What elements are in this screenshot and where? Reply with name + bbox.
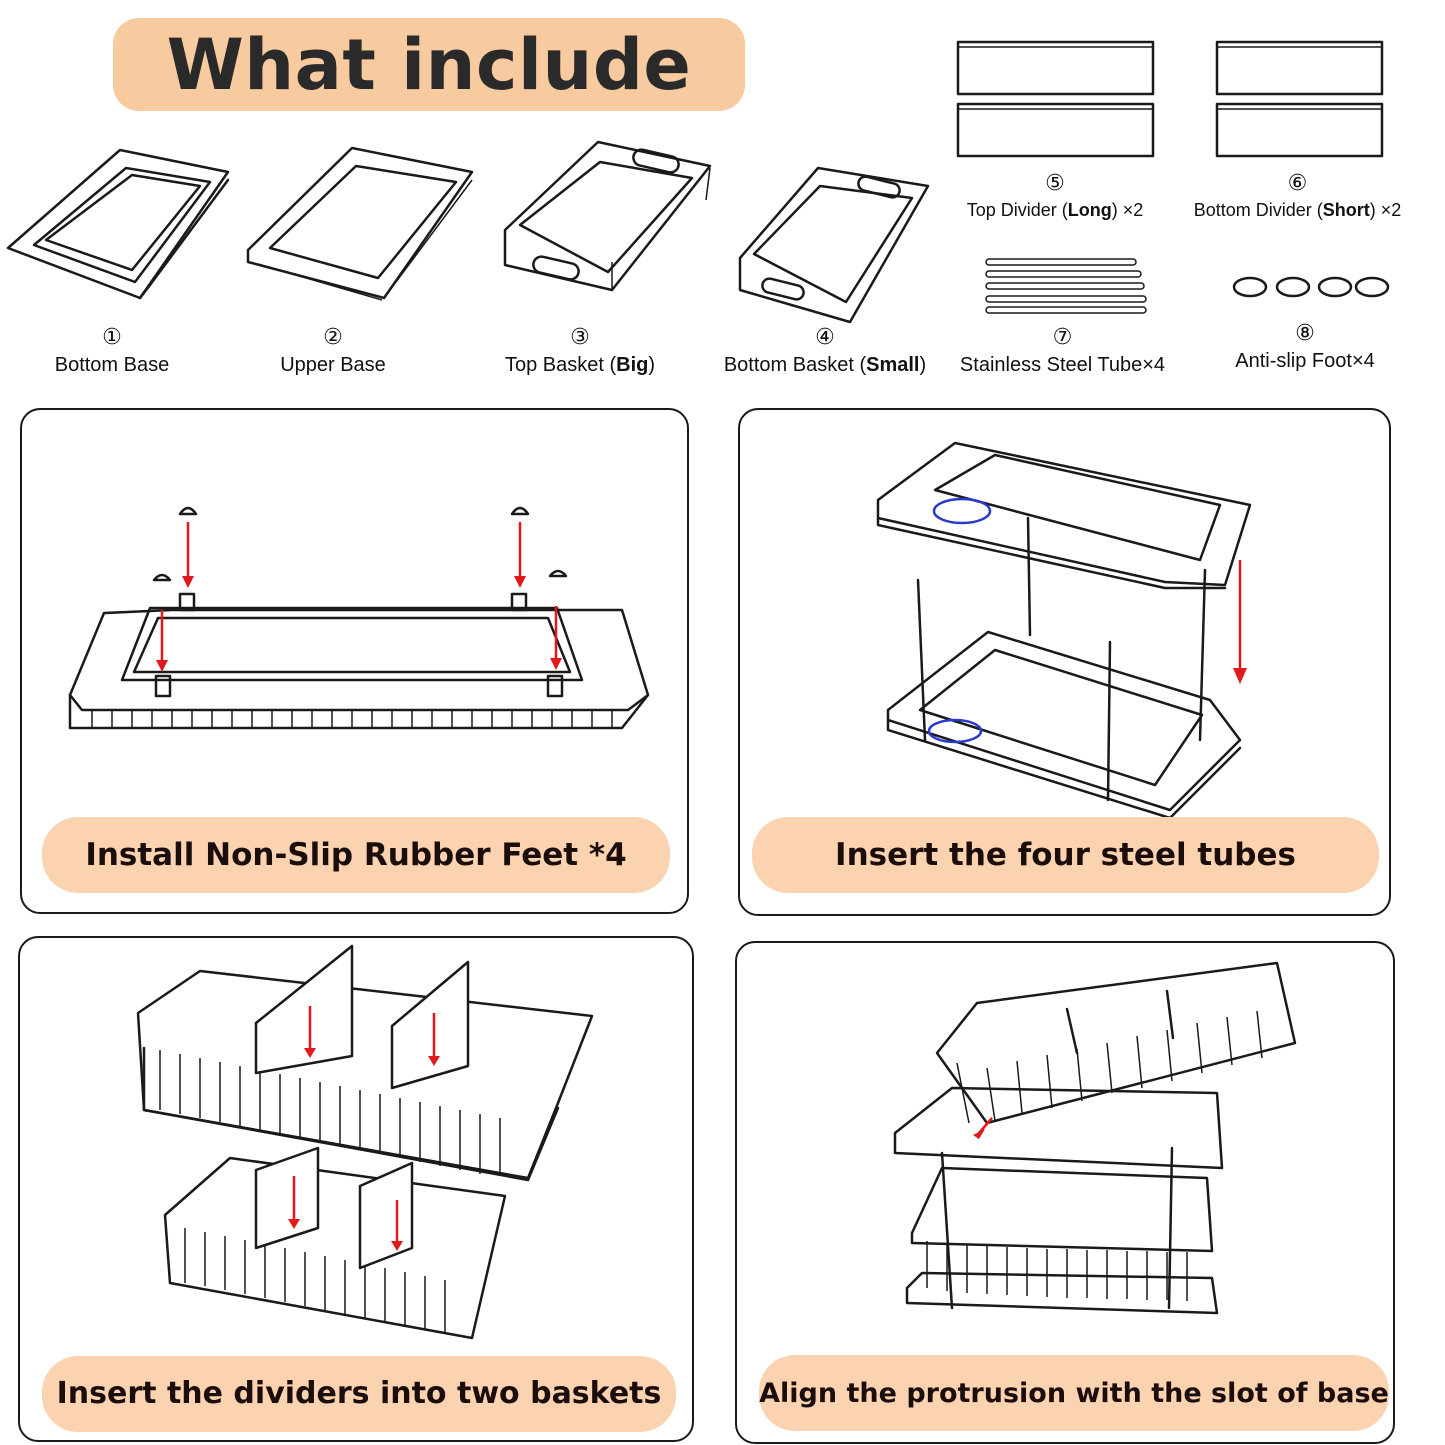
step-caption-steel-tubes: Insert the four steel tubes <box>752 817 1379 893</box>
part-label-bottom-basket: ④ Bottom Basket (Small) <box>723 324 927 376</box>
step-caption-align-protrusion: Align the protrusion with the slot of ba… <box>759 1355 1389 1431</box>
step-caption-dividers: Insert the dividers into two baskets <box>42 1356 676 1432</box>
part-label-top-divider: ⑤ Top Divider (Long) ×2 <box>966 170 1144 220</box>
anti-slip-foot-illustration <box>1232 276 1390 298</box>
page-title: What include <box>166 23 692 106</box>
steel-tubes-illustration <box>876 441 1252 820</box>
ribbing <box>91 710 613 728</box>
bottom-base-illustration <box>6 148 230 300</box>
bottom-basket-illustration <box>738 166 930 324</box>
step-panel-align-protrusion: Align the protrusion with the slot of ba… <box>735 941 1395 1444</box>
step-caption-rubber-feet: Install Non-Slip Rubber Feet *4 <box>42 817 670 893</box>
upper-base-illustration <box>246 146 474 301</box>
part-label-steel-tube: ⑦ Stainless Steel Tube×4 <box>959 324 1166 376</box>
steel-tube-illustration <box>985 258 1147 314</box>
dividers-illustration <box>136 944 594 1340</box>
align-protrusion-illustration <box>893 961 1297 1315</box>
part-label-upper-base: ② Upper Base <box>280 324 386 376</box>
title-banner: What include <box>113 18 745 111</box>
rubber-feet-illustration <box>68 506 650 730</box>
part-label-top-basket: ③ Top Basket (Big) <box>504 324 656 376</box>
part-label-bottom-divider: ⑥ Bottom Divider (Short) ×2 <box>1193 170 1402 220</box>
part-label-anti-slip-foot: ⑧ Anti-slip Foot×4 <box>1235 320 1375 372</box>
part-illustrations <box>6 40 1390 324</box>
step-panel-dividers: Insert the dividers into two baskets <box>18 936 694 1442</box>
part-label-bottom-base: ① Bottom Base <box>54 324 170 376</box>
step-panel-steel-tubes: Insert the four steel tubes <box>738 408 1391 916</box>
top-basket-illustration <box>503 140 712 292</box>
bottom-divider-illustration <box>1215 40 1384 158</box>
step-panel-rubber-feet: Install Non-Slip Rubber Feet *4 <box>20 408 689 914</box>
top-divider-illustration <box>956 40 1155 158</box>
